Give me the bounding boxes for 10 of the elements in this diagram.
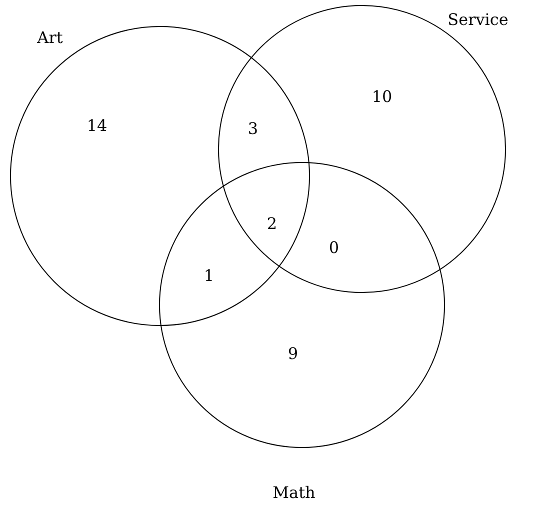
count-label: 10 bbox=[372, 89, 392, 105]
count-label: 14 bbox=[86, 118, 108, 134]
count-label: 3 bbox=[248, 121, 258, 137]
set-label: Art bbox=[37, 30, 63, 46]
set-label: Service bbox=[448, 12, 508, 28]
count-label: 0 bbox=[328, 240, 340, 256]
count-label: 1 bbox=[204, 268, 214, 284]
count-label: 9 bbox=[288, 346, 298, 362]
set-label: Math bbox=[272, 485, 316, 501]
count-label: 2 bbox=[266, 216, 278, 232]
